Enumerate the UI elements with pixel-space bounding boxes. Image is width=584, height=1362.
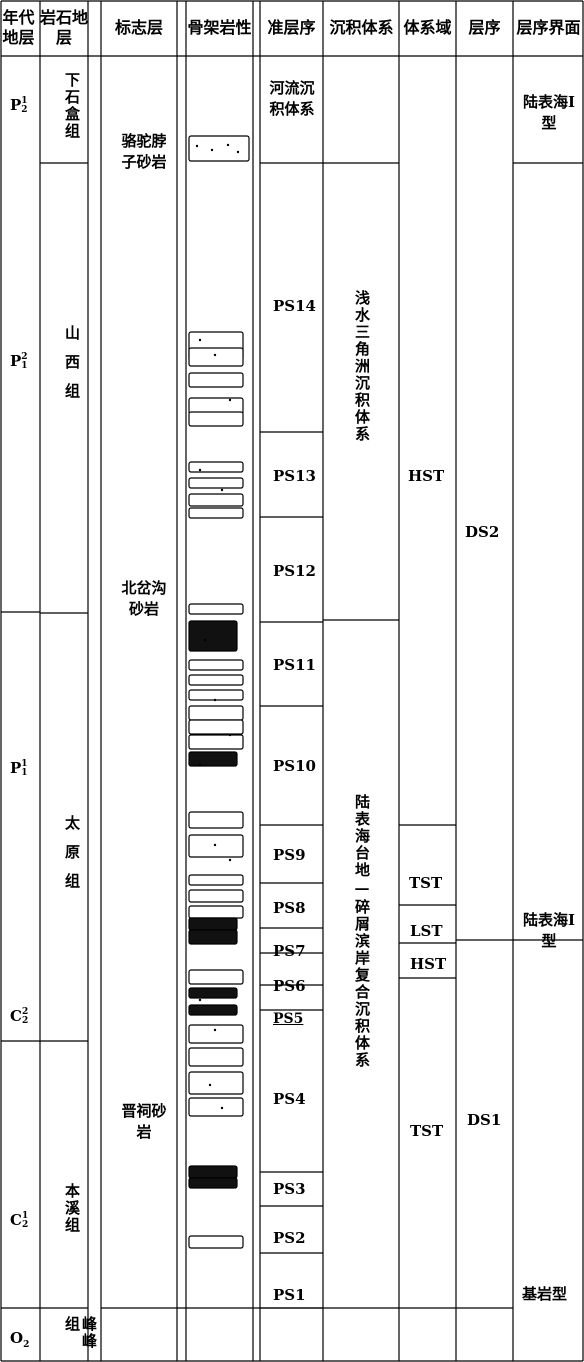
header-chronostratigraphy: 年代地层 xyxy=(2,8,35,47)
header-marker-bed: 标志层 xyxy=(114,18,163,37)
systems-tract-tst-lower: TST xyxy=(410,1122,444,1140)
parasequence-ps8: PS8 xyxy=(273,899,306,917)
systems-tract-hst-lower: HST xyxy=(410,955,447,973)
parasequence-ps14: PS14 xyxy=(273,297,316,315)
header-parasequence: 准层序 xyxy=(267,18,316,37)
formation-shanxi: 山西组 xyxy=(63,325,81,412)
sequence-ds2: DS2 xyxy=(465,523,500,541)
header-skeleton-lithology: 骨架岩性 xyxy=(187,18,252,37)
parasequence-ps1: PS1 xyxy=(273,1286,306,1304)
depositional-system-platform-shore: 陆表海台地—碎屑滨岸复合沉积体系 xyxy=(353,794,371,1069)
sequence-boundary-basement: 基岩型 xyxy=(522,1285,568,1303)
systems-tract-hst-upper: HST xyxy=(408,467,445,485)
header-systems-tract: 体系域 xyxy=(403,18,452,37)
header-lithostratigraphy: 岩石地层 xyxy=(40,8,89,47)
parasequence-ps2: PS2 xyxy=(273,1229,306,1247)
systems-tract-tst-upper: TST xyxy=(409,874,443,892)
formation-taiyuan: 太原组 xyxy=(63,815,81,902)
sequence-boundary-upper: 陆表海Ⅰ型 xyxy=(522,93,576,132)
chrono-label-6: O2 xyxy=(10,1329,30,1351)
formation-xiashihezi: 下石盒组 xyxy=(63,72,81,140)
parasequence-ps9: PS9 xyxy=(273,846,306,864)
parasequence-ps6: PS6 xyxy=(273,977,306,995)
header-depositional-system: 沉积体系 xyxy=(329,18,394,37)
parasequence-ps5: PS5 xyxy=(273,1011,304,1027)
parasequence-ps11: PS11 xyxy=(273,656,316,674)
marker-bed-beichagou: 北岔沟砂岩 xyxy=(121,579,167,618)
depositional-system-fluvial: 河流沉积体系 xyxy=(269,79,315,118)
header-sequence-boundary: 层序界面 xyxy=(516,18,581,37)
formation-fengfeng: 峰峰组 xyxy=(63,1316,98,1350)
formation-benxi: 本溪组 xyxy=(63,1183,81,1234)
header-sequence: 层序 xyxy=(468,18,501,37)
marker-bed-jinci: 晋祠砂岩 xyxy=(121,1102,167,1141)
sequence-boundary-middle: 陆表海Ⅰ型 xyxy=(522,911,576,950)
systems-tract-lst: LST xyxy=(410,922,443,940)
parasequence-ps4: PS4 xyxy=(273,1090,306,1108)
parasequence-ps3: PS3 xyxy=(273,1180,306,1198)
parasequence-ps10: PS10 xyxy=(273,757,316,775)
parasequence-ps12: PS12 xyxy=(273,562,316,580)
parasequence-ps13: PS13 xyxy=(273,467,316,485)
marker-bed-luotuobozi: 骆驼脖子砂岩 xyxy=(121,132,167,171)
sequence-ds1: DS1 xyxy=(467,1111,502,1129)
parasequence-ps7: PS7 xyxy=(273,942,306,960)
depositional-system-delta: 浅水三角洲沉积体系 xyxy=(353,290,371,443)
